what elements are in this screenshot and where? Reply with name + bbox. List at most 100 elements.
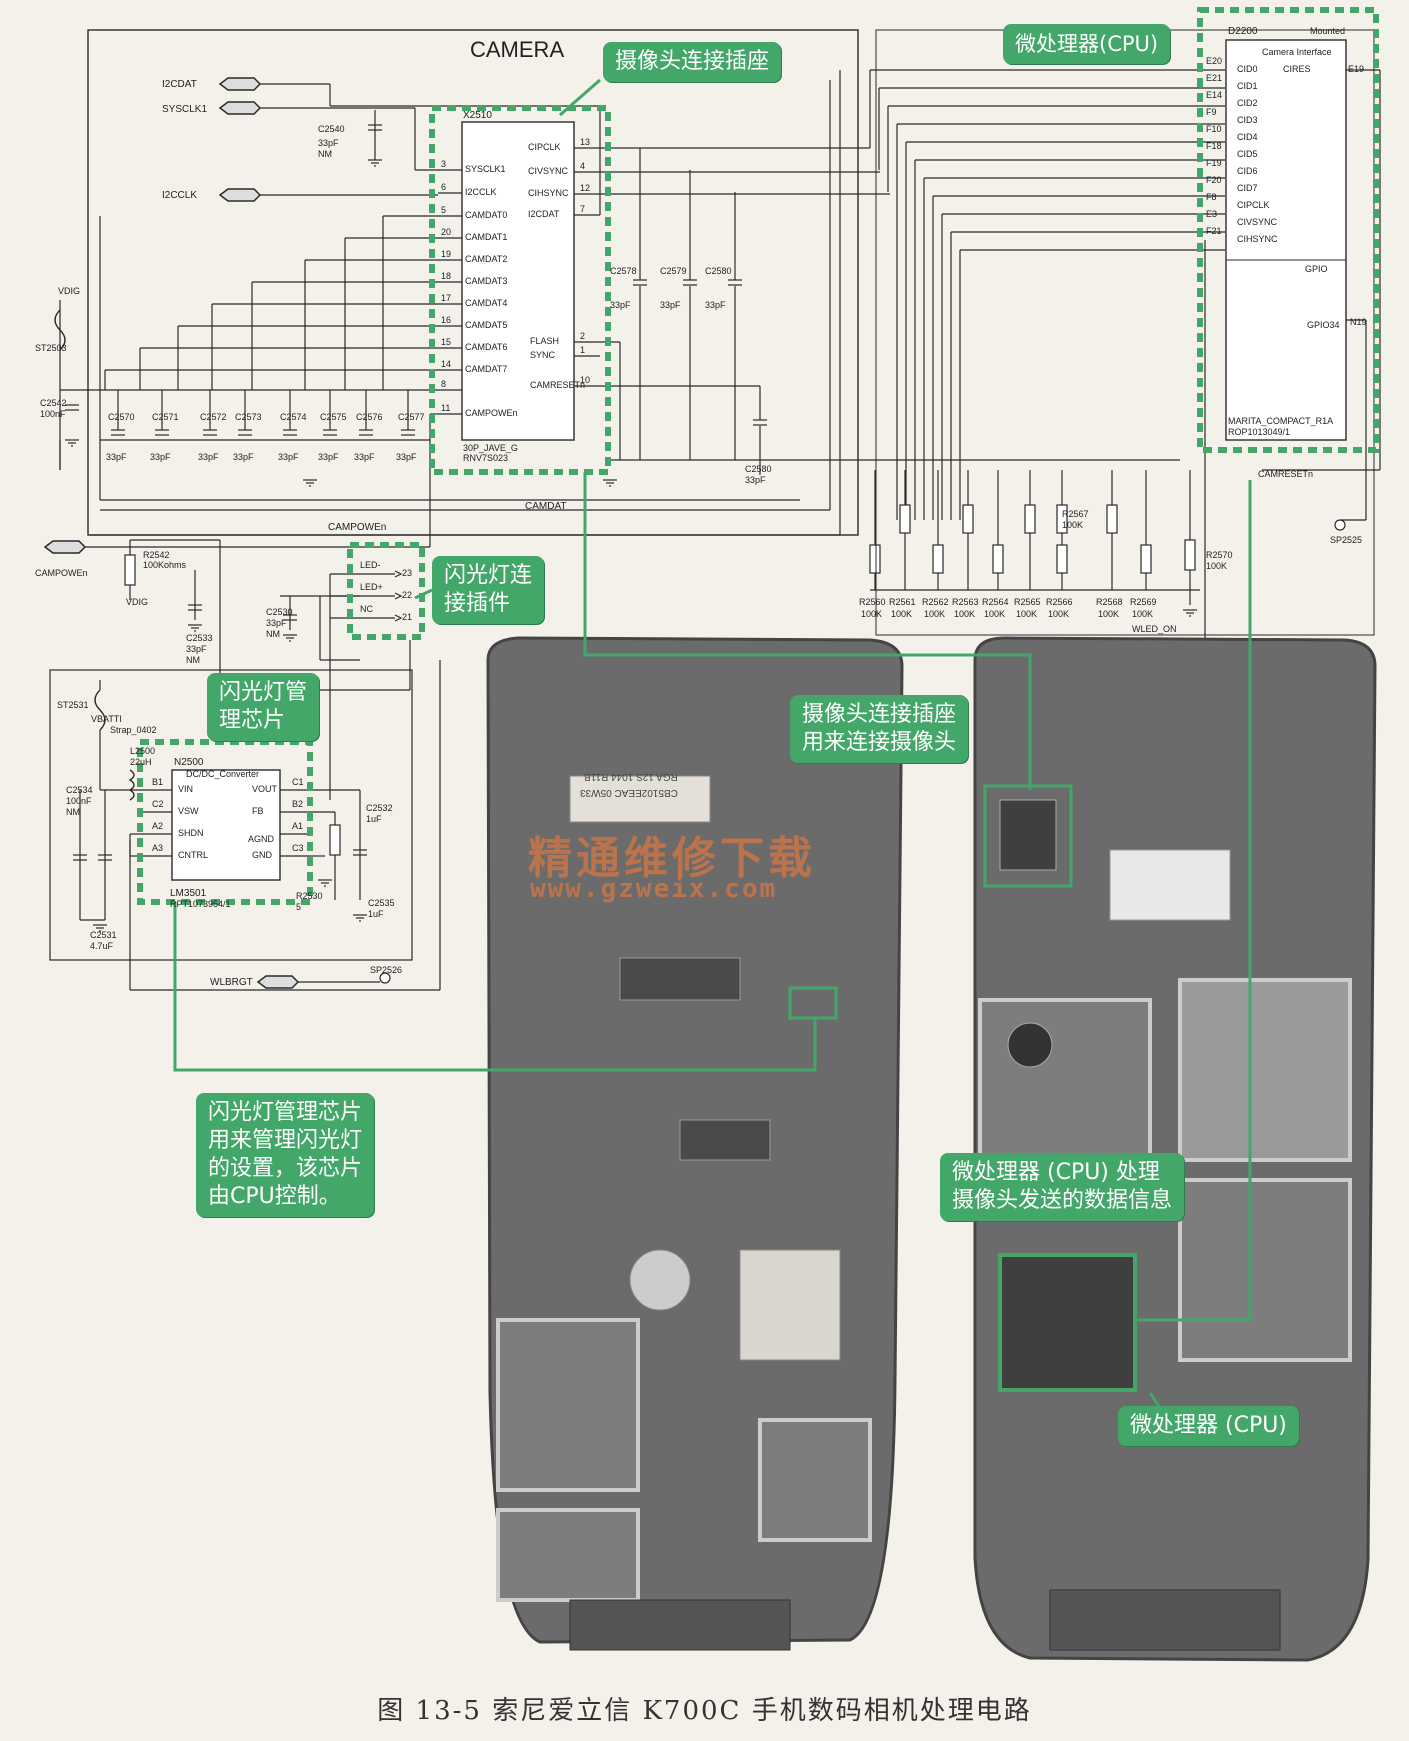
resistor-symbol xyxy=(962,504,974,534)
resistor-symbol xyxy=(899,504,911,534)
resistor-symbol xyxy=(1056,544,1068,574)
left-pcb-connector2 xyxy=(679,1119,771,1161)
watermark-url: www.gzweix.com xyxy=(530,874,778,904)
resistor-value: 100K xyxy=(1132,609,1154,619)
resistor-symbol xyxy=(992,544,1004,574)
capacitor-row-ref: C2577 xyxy=(398,412,425,422)
camera-connector-part2: RNV7S023 xyxy=(463,453,509,463)
c2542-value: 100nF xyxy=(40,409,66,419)
flash-pin-num: 22 xyxy=(402,590,413,600)
callout-cpu: 微处理器(CPU) xyxy=(1003,24,1171,64)
c2542-ref: C2542 xyxy=(40,398,67,408)
capacitor-row-ref: C2574 xyxy=(280,412,307,422)
connector-left-pin-num: 19 xyxy=(441,249,452,259)
resistor-value: 100K xyxy=(861,609,883,619)
flash-ic-right-pin-num: B2 xyxy=(292,799,304,809)
flash-ic-part: LM3501 xyxy=(170,888,207,899)
flash-ic-left-pin-num: A2 xyxy=(152,821,164,831)
connector-left-pin-name: CAMDAT6 xyxy=(465,342,508,352)
port-wlbrgt-symbol xyxy=(256,975,300,989)
resistor-symbol xyxy=(869,544,881,574)
connector-left-pin-name: CAMDAT1 xyxy=(465,232,508,242)
flash-pin-name: NC xyxy=(360,604,373,614)
flash-ic-left-pin-num: A3 xyxy=(152,843,164,853)
net-wled-on: WLED_ON xyxy=(1132,624,1177,634)
leader-cpu xyxy=(1135,480,1252,1322)
cpu-cires-num: E19 xyxy=(1348,64,1365,74)
port-sysclk-symbol xyxy=(218,101,262,115)
callout-cpu-photo: 微处理器 (CPU) xyxy=(1118,1406,1299,1446)
sync-cap-ref: C2580 xyxy=(705,266,732,276)
connector-left-pin-num: 20 xyxy=(441,227,452,237)
resistor-value: 100K xyxy=(954,609,976,619)
port-sysclk: SYSCLK1 xyxy=(162,104,208,115)
resistor-symbol xyxy=(1024,504,1036,534)
connector-right-pin-name: I2CDAT xyxy=(528,209,560,219)
flash-pin-num: 21 xyxy=(402,612,413,622)
connector-left-pin-name: CAMPOWEn xyxy=(465,408,518,418)
port-campowen: CAMPOWEn xyxy=(35,568,88,578)
left-pcb-bottom-connector xyxy=(569,1599,791,1651)
right-pcb-inductor xyxy=(1007,1022,1053,1068)
leader-camera-socket xyxy=(583,472,1032,790)
watermark-title: 精通维修下载 xyxy=(528,833,816,884)
sp2525-ref: SP2525 xyxy=(1330,535,1363,545)
callout-flash-chip-line1: 闪光灯管 xyxy=(219,680,308,705)
c2540-ref: C2540 xyxy=(318,124,345,134)
flash-ic-ref: N2500 xyxy=(174,757,204,768)
st2503-ref: ST2503 xyxy=(35,343,67,353)
camera-connector-ref: X2510 xyxy=(463,110,492,121)
sp2525-testpoint xyxy=(1334,519,1346,531)
connector-left-pin-name: SYSCLK1 xyxy=(465,164,506,174)
capacitor-row-value: 33pF xyxy=(354,452,375,462)
callout-flash-chip-desc-line1: 闪光灯管理芯片 xyxy=(208,1100,363,1125)
r2542-value: 100Kohms xyxy=(143,560,187,570)
resistor-symbol xyxy=(1106,504,1118,534)
connector-left-pin-num: 16 xyxy=(441,315,452,325)
connector-right-pin-num: 13 xyxy=(580,137,591,147)
callout-flash-chip-line2: 理芯片 xyxy=(219,708,286,733)
camera-connector-part: 30P_JAVE_G xyxy=(463,443,518,453)
net-camdat: CAMDAT xyxy=(525,501,567,512)
c2533-ref: C2533 xyxy=(186,633,213,643)
c2540-value: 33pF xyxy=(318,138,339,148)
resistor-ref: R2563 xyxy=(952,597,979,607)
flash-connector-highlight xyxy=(347,542,425,640)
resistor-ref: R2566 xyxy=(1046,597,1073,607)
cpu-pin-number: F8 xyxy=(1206,192,1217,202)
connector-left-pin-num: 14 xyxy=(441,359,452,369)
capacitor-row-value: 33pF xyxy=(106,452,127,462)
cpu-pin-number: E21 xyxy=(1206,73,1223,83)
c2530-nm: NM xyxy=(266,629,280,639)
cpu-pin-number: F21 xyxy=(1206,226,1222,236)
c2540-nm: NM xyxy=(318,149,332,159)
sync-cap-value: 33pF xyxy=(610,300,631,310)
connector-left-pin-num: 3 xyxy=(441,159,447,169)
callout-flash-chip: 闪光灯管 理芯片 xyxy=(207,673,320,741)
connector-left-pin-name: CAMDAT0 xyxy=(465,210,508,220)
connector-arrow xyxy=(394,570,403,578)
flash-ic-right-pin-name: FB xyxy=(252,806,264,816)
camera-socket-photo xyxy=(999,799,1057,871)
cpu-pin-number: E3 xyxy=(1206,209,1218,219)
camera-block-frame xyxy=(87,29,859,536)
pcb-photos xyxy=(486,636,1377,1662)
c2534-value: 100nF xyxy=(66,796,92,806)
st2503-symbol xyxy=(54,309,66,351)
callout-cpu-process: 微处理器 (CPU) 处理 摄像头发送的数据信息 xyxy=(940,1153,1185,1221)
connector-left-pin-name: CAMDAT3 xyxy=(465,276,508,286)
callout-cpu-process-line1: 微处理器 (CPU) 处理 xyxy=(952,1160,1160,1185)
r2570-ref: R2570 xyxy=(1206,550,1233,560)
resistor-symbol xyxy=(932,544,944,574)
resistor-value: 100K xyxy=(984,609,1006,619)
connector-left-pin-name: CAMDAT4 xyxy=(465,298,508,308)
resistor-ref: R2564 xyxy=(982,597,1009,607)
right-pcb-sticker xyxy=(1109,849,1231,921)
connector-left-pin-name: CAMDAT2 xyxy=(465,254,508,264)
connector-right-pin-name: CIPCLK xyxy=(528,142,561,152)
flash-pin-name: LED+ xyxy=(360,582,383,592)
flash-ic-left-pin-num: C2 xyxy=(152,799,164,809)
strap-ref: Strap_0402 xyxy=(110,725,157,735)
callout-camera-socket-photo-line1: 摄像头连接插座 xyxy=(802,702,957,727)
right-pcb-shield2 xyxy=(1178,978,1352,1162)
